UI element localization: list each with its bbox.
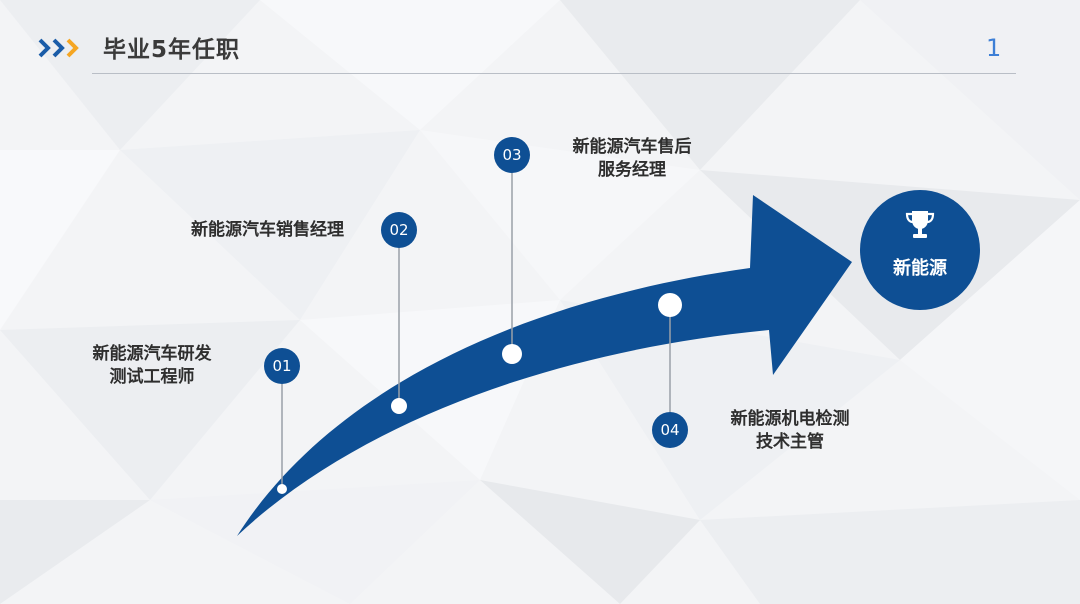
marker-dot-02	[391, 398, 407, 414]
step-label-01-line1: 新能源汽车研发	[92, 344, 212, 364]
page-title: 毕业5年任职	[103, 37, 241, 63]
step-label-02: 新能源汽车销售经理	[170, 219, 365, 242]
step-label-03-line2: 服务经理	[598, 160, 666, 180]
goal-label: 新能源	[893, 258, 947, 279]
step-badge-04: 04	[652, 412, 688, 448]
step-label-01-line2: 测试工程师	[109, 367, 195, 387]
step-badge-03: 03	[494, 137, 530, 173]
trophy-icon	[905, 211, 935, 238]
step-label-02-line1: 新能源汽车销售经理	[191, 220, 344, 240]
step-label-01: 新能源汽车研发 测试工程师	[75, 343, 229, 389]
header-divider	[92, 73, 1016, 74]
step-label-03: 新能源汽车售后 服务经理	[552, 136, 712, 182]
step-badge-02: 02	[381, 212, 417, 248]
step-badge-01: 01	[264, 348, 300, 384]
page-number: 1	[986, 34, 1002, 62]
goal-circle: 新能源	[860, 190, 980, 310]
step-label-04-line1: 新能源机电检测	[730, 409, 850, 429]
step-label-04: 新能源机电检测 技术主管	[710, 408, 870, 454]
marker-dot-03	[502, 344, 522, 364]
marker-dot-04	[658, 293, 682, 317]
marker-dot-01	[277, 484, 287, 494]
chevron-right-icon	[38, 38, 79, 58]
step-label-03-line1: 新能源汽车售后	[572, 137, 692, 157]
step-label-04-line2: 技术主管	[756, 432, 824, 452]
career-arrow	[237, 195, 852, 536]
